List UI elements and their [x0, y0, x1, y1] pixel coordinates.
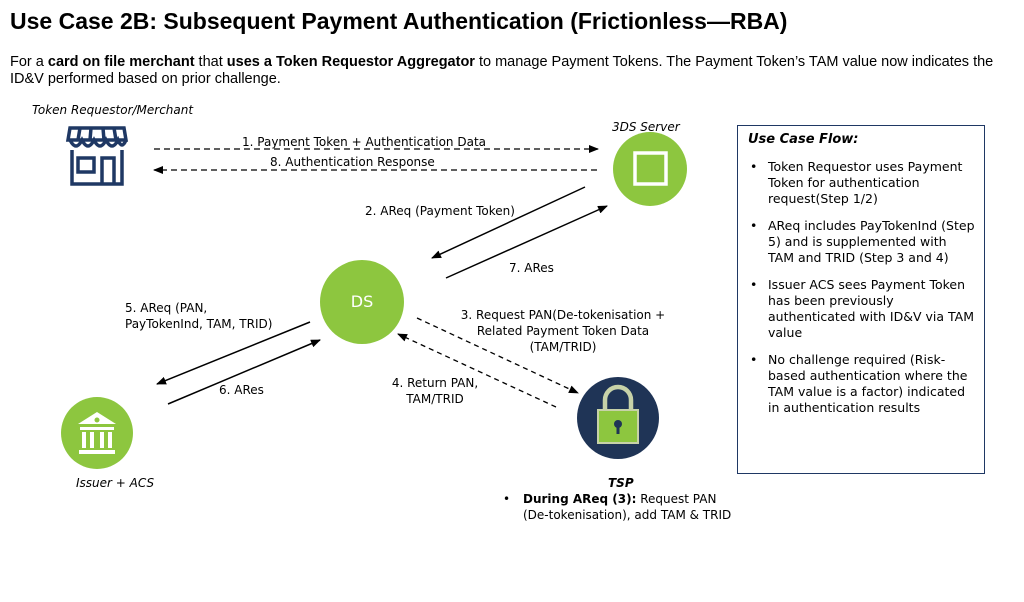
- flow-item: AReq includes PayTokenInd (Step 5) and i…: [748, 218, 976, 266]
- ds-node: [320, 260, 404, 344]
- step-6-label: 6. ARes: [219, 383, 264, 397]
- step-4-label-line2: TAM/TRID: [406, 392, 464, 406]
- arrow-step-6: [167, 339, 321, 405]
- arrow-step-7: [445, 205, 608, 279]
- flow-title: Use Case Flow:: [748, 132, 859, 147]
- page-title: Use Case 2B: Subsequent Payment Authenti…: [10, 8, 788, 34]
- step-4-label-line1: 4. Return PAN,: [391, 376, 479, 390]
- arrow-step-4: [397, 333, 557, 408]
- bank-icon: [78, 412, 116, 454]
- step-1-label: 1. Payment Token + Authentication Data: [242, 135, 486, 149]
- issuer-label: Issuer + ACS: [76, 476, 155, 490]
- arrow-step-2: [431, 186, 586, 259]
- flow-list: Token Requestor uses Payment Token for a…: [748, 159, 976, 416]
- issuer-node: [61, 397, 133, 469]
- use-case-flow-box: Use Case Flow: Token Requestor uses Paym…: [737, 125, 985, 474]
- step-5-label-line2: PayTokenInd, TAM, TRID): [125, 317, 273, 331]
- store-icon: [65, 126, 129, 186]
- tsp-note: During AReq (3): Request PAN (De-tokenis…: [503, 491, 745, 523]
- server-node: [613, 132, 687, 206]
- arrow-step-5: [156, 321, 311, 385]
- flow-item: Issuer ACS sees Payment Token has been p…: [748, 277, 976, 341]
- flow-item: No challenge required (Risk-based authen…: [748, 352, 976, 416]
- server-label: 3DS Server: [612, 120, 680, 134]
- tsp-label: TSP: [608, 476, 634, 490]
- step-7-label: 7. ARes: [509, 261, 554, 275]
- step-3-label-line3: (TAM/TRID): [529, 340, 597, 354]
- merchant-label: Token Requestor/Merchant: [32, 103, 194, 117]
- flow-item: Token Requestor uses Payment Token for a…: [748, 159, 976, 207]
- server-square-icon: [633, 151, 668, 186]
- arrow-step-3: [416, 317, 579, 394]
- step-2-label: 2. AReq (Payment Token): [365, 204, 515, 218]
- step-3-label-line1: 3. Request PAN(De-tokenisation +: [460, 308, 666, 322]
- tsp-node: [577, 377, 659, 459]
- step-5-label-line1: 5. AReq (PAN,: [125, 301, 208, 315]
- ds-label: DS: [350, 292, 374, 311]
- padlock-icon: [597, 384, 639, 444]
- step-3-label-line2: Related Payment Token Data: [476, 324, 650, 338]
- page-subtitle: For a card on file merchant that uses a …: [10, 54, 994, 87]
- step-8-label: 8. Authentication Response: [270, 155, 435, 169]
